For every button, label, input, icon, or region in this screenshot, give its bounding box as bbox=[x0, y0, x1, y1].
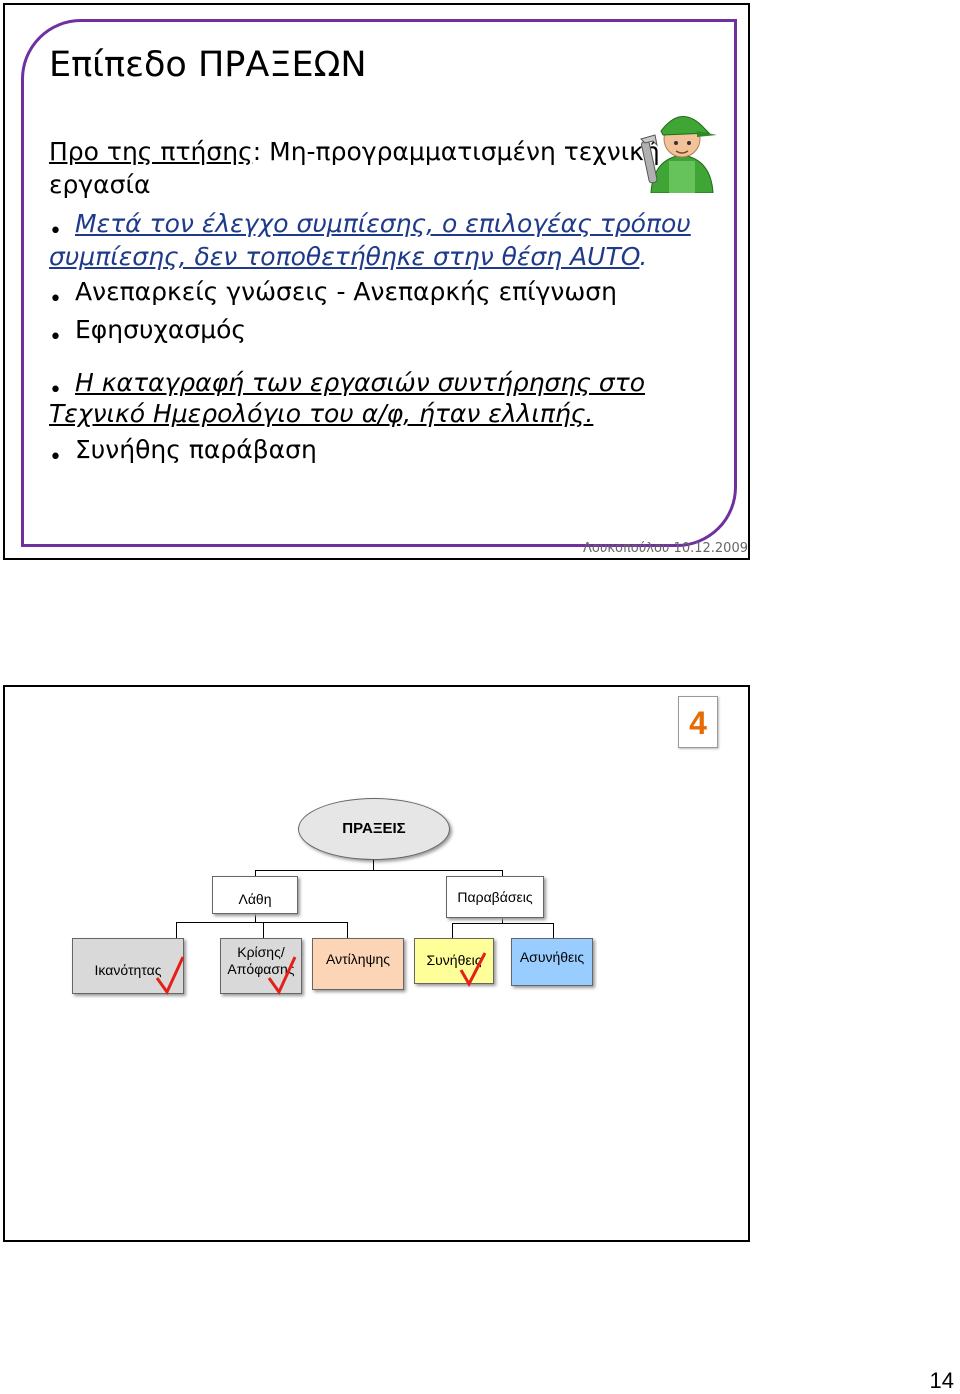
connector bbox=[502, 870, 503, 876]
slide-1: Επίπεδο ΠΡΑΞΕΩΝ Προ της πτήσης: Μη-προγρ… bbox=[3, 3, 750, 560]
intro-rest: : Μη-προγραμματισμένη τεχνική bbox=[252, 137, 660, 166]
exceptional-label: Ασυνήθεις bbox=[519, 949, 585, 965]
bullet-complacency: Εφησυχασμός bbox=[75, 315, 247, 344]
intro-line-2: εργασία bbox=[49, 170, 151, 199]
root-label: ΠΡΑΞΕΙΣ bbox=[342, 820, 406, 837]
bullet-dot: • bbox=[49, 287, 62, 312]
slide-title: Επίπεδο ΠΡΑΞΕΩΝ bbox=[49, 45, 367, 85]
page-number: 14 bbox=[929, 1368, 954, 1393]
connector bbox=[373, 860, 374, 870]
decision-node: Κρίσης/ Απόφασης bbox=[220, 938, 302, 994]
connector bbox=[452, 923, 554, 924]
bullet-dot: • bbox=[49, 445, 62, 470]
connector bbox=[452, 923, 453, 938]
connector bbox=[255, 914, 256, 923]
exceptional-node: Ασυνήθεις bbox=[511, 938, 593, 986]
connector bbox=[553, 923, 554, 938]
bullet-italic-2-line-1: Η καταγραφή των εργασιών συντήρησης στο bbox=[75, 368, 646, 397]
bullet-italic-1-line-1: Μετά τον έλεγχο συμπίεσης, ο επιλογέας τ… bbox=[75, 209, 691, 238]
perception-node: Αντίληψης bbox=[312, 938, 404, 990]
slide-footer: Λουκοπούλου 10.12.2009 bbox=[582, 541, 748, 556]
violations-label: Παραβάσεις bbox=[457, 889, 533, 905]
errors-label: Λάθη bbox=[238, 891, 272, 907]
bullet-italic-2-line-2: Τεχνικό Ημερολόγιο του α/φ, ήταν ελλιπής… bbox=[49, 399, 594, 428]
connector bbox=[255, 870, 256, 876]
intro-underlined: Προ της πτήσης bbox=[49, 137, 253, 166]
check-icon bbox=[155, 956, 185, 995]
skill-label: Ικανότητας bbox=[94, 962, 162, 978]
connector bbox=[502, 918, 503, 924]
slide-number-badge: 4 bbox=[678, 696, 718, 748]
routine-label: Συνήθεις bbox=[426, 952, 482, 968]
connector bbox=[263, 922, 264, 938]
decision-label: Κρίσης/ Απόφασης bbox=[227, 944, 295, 977]
bullet-dot: • bbox=[49, 219, 62, 244]
skill-node: Ικανότητας bbox=[72, 938, 184, 994]
bullet-dot: • bbox=[49, 325, 62, 350]
root-node: ΠΡΑΞΕΙΣ bbox=[298, 798, 450, 860]
errors-node: Λάθη bbox=[212, 876, 298, 914]
check-icon bbox=[267, 956, 297, 995]
connector bbox=[347, 922, 348, 938]
perception-label: Αντίληψης bbox=[325, 951, 391, 967]
mechanic-icon bbox=[639, 101, 725, 194]
slide-frame bbox=[21, 19, 737, 547]
bullet-italic-1-line-2-text: συμπίεσης, δεν τοποθετήθηκε στην θέση AU… bbox=[49, 242, 640, 271]
check-icon bbox=[459, 952, 487, 988]
intro-line-1: Προ της πτήσης: Μη-προγραμματισμένη τεχν… bbox=[49, 135, 689, 168]
bullet-dot: • bbox=[49, 378, 62, 403]
bullet-knowledge: Ανεπαρκείς γνώσεις - Ανεπαρκής επίγνωση bbox=[75, 277, 617, 306]
connector bbox=[176, 922, 177, 938]
bullet-italic-1-end: . bbox=[639, 242, 648, 271]
connector bbox=[176, 922, 348, 923]
bullet-italic-1-line-2: συμπίεσης, δεν τοποθετήθηκε στην θέση AU… bbox=[49, 240, 689, 273]
connector bbox=[255, 870, 503, 871]
violations-node: Παραβάσεις bbox=[446, 876, 544, 918]
bullet-routine-violation: Συνήθης παράβαση bbox=[75, 435, 317, 464]
